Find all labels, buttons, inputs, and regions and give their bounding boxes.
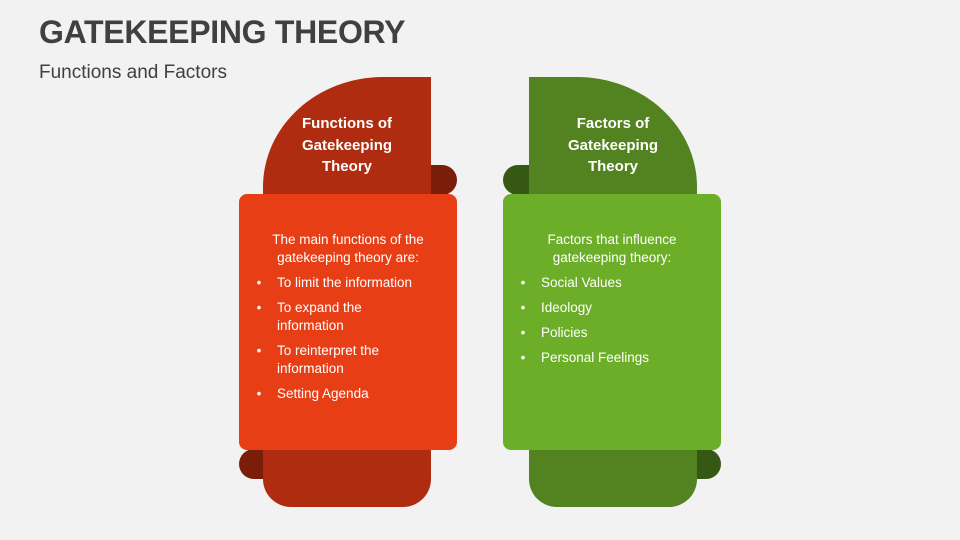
heading-line: Gatekeeping bbox=[301, 136, 393, 154]
list-item-text: Personal Feelings bbox=[541, 350, 650, 365]
heading-line: Gatekeeping bbox=[567, 136, 659, 154]
bullet-icon: • bbox=[256, 386, 262, 401]
factors-card-bottom-tab bbox=[529, 440, 697, 507]
list-item: • To expand the information bbox=[253, 299, 443, 335]
intro-line: The main functions of the bbox=[272, 232, 424, 247]
list-item-text: Setting Agenda bbox=[277, 386, 369, 401]
list-item-text: information bbox=[277, 361, 344, 376]
list-item: • Personal Feelings bbox=[517, 349, 707, 367]
intro-line: gatekeeping theory: bbox=[552, 250, 672, 265]
bullet-icon: • bbox=[256, 275, 262, 290]
bullet-icon: • bbox=[520, 275, 526, 290]
slide-subtitle: Functions and Factors bbox=[39, 62, 227, 83]
slide-title: GATEKEEPING THEORY bbox=[39, 14, 406, 50]
functions-intro: The main functions of the gatekeeping th… bbox=[253, 231, 443, 267]
list-item: • Setting Agenda bbox=[253, 385, 443, 403]
factors-card-body bbox=[503, 194, 721, 450]
factors-card-top-roll bbox=[503, 165, 529, 195]
factors-card-content: Factors that influence gatekeeping theor… bbox=[517, 231, 707, 374]
list-item-text: Ideology bbox=[541, 300, 593, 315]
list-item: • To reinterpret the information bbox=[253, 342, 443, 378]
functions-card-top-roll bbox=[431, 165, 457, 195]
list-item-text: To reinterpret the bbox=[277, 343, 380, 358]
intro-line: gatekeeping theory are: bbox=[277, 250, 419, 265]
bullet-icon: • bbox=[256, 300, 262, 315]
intro-line: Factors that influence bbox=[547, 232, 677, 247]
functions-card-bottom-tab bbox=[263, 440, 431, 507]
bullet-icon: • bbox=[520, 350, 526, 365]
list-item: • Policies bbox=[517, 324, 707, 342]
list-item-text: Social Values bbox=[541, 275, 622, 290]
list-item: • Social Values bbox=[517, 274, 707, 292]
list-item: • To limit the information bbox=[253, 274, 443, 292]
functions-list: • To limit the information • To expand t… bbox=[253, 274, 443, 403]
bullet-icon: • bbox=[520, 325, 526, 340]
factors-intro: Factors that influence gatekeeping theor… bbox=[517, 231, 707, 267]
functions-card-content: The main functions of the gatekeeping th… bbox=[253, 231, 443, 410]
heading-line: Theory bbox=[587, 158, 638, 175]
functions-card-body bbox=[239, 194, 457, 450]
list-item-text: Policies bbox=[541, 325, 588, 340]
factors-list: • Social Values • Ideology • Policies • … bbox=[517, 274, 707, 367]
list-item-text: information bbox=[277, 318, 344, 333]
bullet-icon: • bbox=[256, 343, 262, 358]
bullet-icon: • bbox=[520, 300, 526, 315]
factors-card-heading: Factors of Gatekeeping Theory bbox=[529, 113, 697, 178]
heading-line: Functions of bbox=[302, 115, 392, 132]
list-item-text: To limit the information bbox=[277, 275, 413, 290]
list-item: • Ideology bbox=[517, 299, 707, 317]
heading-line: Theory bbox=[321, 158, 372, 175]
heading-line: Factors of bbox=[576, 115, 650, 132]
functions-card-heading: Functions of Gatekeeping Theory bbox=[263, 113, 431, 178]
list-item-text: To expand the bbox=[277, 300, 362, 315]
